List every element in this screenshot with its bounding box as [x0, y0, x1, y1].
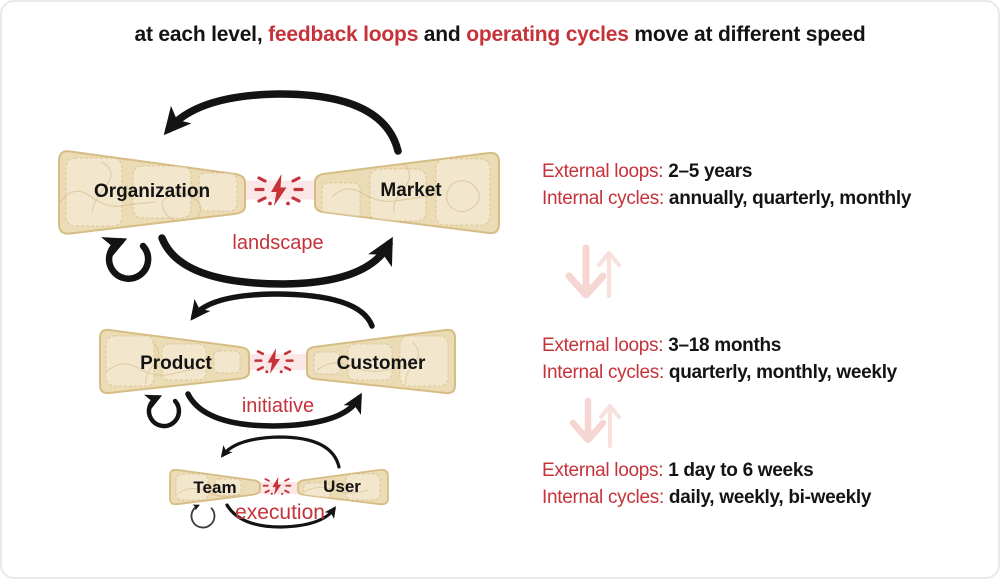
topo-texture	[303, 473, 381, 501]
organization-node: Organization	[58, 150, 246, 235]
customer-label: Customer	[337, 353, 426, 374]
title-text-3: move at different speed	[628, 23, 866, 46]
internal-cycles-line: Internal cycles:quarterly, monthly, week…	[542, 359, 897, 386]
team-label: Team	[193, 478, 236, 497]
timing-block-execution: External loops:1 day to 6 weeks Internal…	[542, 457, 871, 511]
internal-cycles-line: Internal cycles:daily, weekly, bi-weekly	[542, 484, 871, 511]
title-highlight-feedback-loops: feedback loops	[268, 23, 419, 46]
customer-node: Customer	[306, 328, 456, 395]
topo-texture	[59, 157, 238, 227]
external-loops-label: External loops:	[542, 335, 664, 356]
level-transition-arrows-2	[569, 397, 621, 448]
internal-cycles-label: Internal cycles:	[542, 188, 664, 209]
external-loops-value: 2–5 years	[668, 161, 753, 182]
self-loop-arrow-2	[144, 394, 182, 429]
market-node: Market	[314, 151, 500, 235]
level-transition-arrows-1	[565, 244, 622, 299]
title-text-1: at each level,	[134, 23, 269, 46]
market-label: Market	[380, 180, 442, 201]
topo-texture	[175, 473, 242, 501]
product-node: Product	[99, 328, 250, 395]
initiative-label: initiative	[242, 395, 314, 417]
feedback-loop-top-arrow-2	[190, 291, 375, 329]
user-node: User	[297, 468, 389, 506]
page-title: at each level, feedback loops and operat…	[2, 23, 998, 47]
up-arrow-icon	[596, 250, 622, 299]
external-loops-line: External loops:1 day to 6 weeks	[542, 457, 871, 484]
feedback-loop-bottom-arrow-1	[158, 234, 393, 288]
external-loops-value: 3–18 months	[668, 335, 782, 356]
team-node: Team	[169, 468, 261, 506]
internal-cycles-value: daily, weekly, bi-weekly	[668, 487, 872, 508]
landscape-label: landscape	[232, 232, 323, 254]
internal-cycles-label: Internal cycles:	[542, 487, 664, 508]
feedback-loop-bottom-arrow-3	[225, 503, 336, 529]
topo-texture	[321, 158, 491, 226]
external-loops-label: External loops:	[542, 161, 664, 182]
topo-texture	[105, 335, 241, 387]
internal-cycles-value: annually, quarterly, monthly	[668, 188, 912, 209]
external-loops-line: External loops:3–18 months	[542, 332, 897, 359]
down-arrow-icon	[565, 244, 607, 299]
self-loop-arrow-3	[190, 504, 216, 529]
execution-label: execution	[235, 501, 325, 524]
internal-cycles-line: Internal cycles:annually, quarterly, mon…	[542, 185, 911, 212]
internal-cycles-label: Internal cycles:	[542, 362, 664, 383]
external-loops-label: External loops:	[542, 460, 664, 481]
up-arrow-icon	[599, 404, 621, 448]
title-highlight-operating-cycles: operating cycles	[466, 23, 629, 46]
timing-block-landscape: External loops:2–5 years Internal cycles…	[542, 158, 911, 212]
down-arrow-icon	[569, 397, 607, 444]
timing-block-initiative: External loops:3–18 months Internal cycl…	[542, 332, 897, 386]
feedback-loop-bottom-arrow-2	[185, 391, 362, 429]
external-loops-line: External loops:2–5 years	[542, 158, 911, 185]
user-label: User	[323, 477, 361, 496]
feedback-loop-top-arrow-1	[163, 90, 402, 155]
external-loops-value: 1 day to 6 weeks	[668, 460, 814, 481]
collision-bolt-icon-1	[254, 172, 304, 208]
self-loop-arrow-1	[101, 237, 152, 282]
title-text-2: and	[418, 23, 467, 46]
product-label: Product	[140, 353, 212, 374]
organization-label: Organization	[94, 181, 210, 202]
feedback-loop-top-arrow-3	[220, 435, 341, 469]
internal-cycles-value: quarterly, monthly, weekly	[668, 362, 897, 383]
topo-texture	[313, 335, 449, 387]
